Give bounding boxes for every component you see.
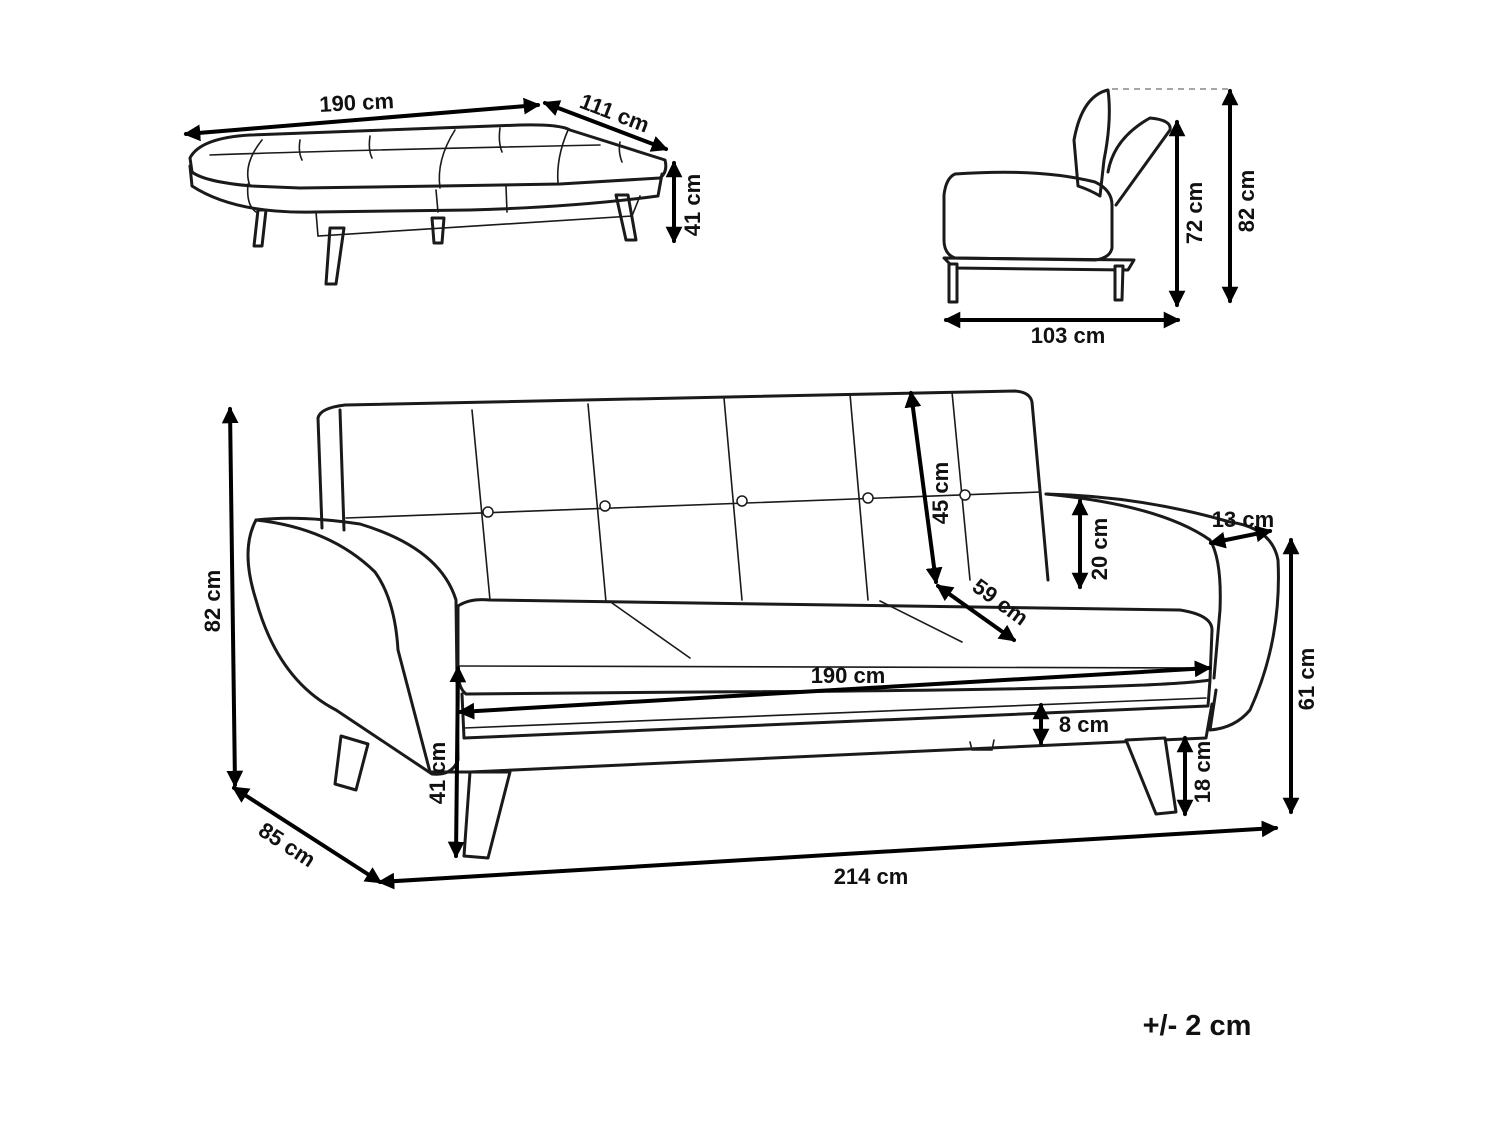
side-view: 103 cm 72 cm 82 cm bbox=[942, 88, 1259, 348]
side-total-height-label: 82 cm bbox=[1234, 170, 1259, 232]
seat-depth-dimension bbox=[935, 584, 1017, 642]
bed-length-label: 190 cm bbox=[319, 88, 395, 117]
leg-height-label: 18 cm bbox=[1190, 741, 1215, 803]
armrest-height-label: 61 cm bbox=[1294, 648, 1319, 710]
armrest-width-label: 13 cm bbox=[1212, 507, 1274, 532]
front-depth-label: 85 cm bbox=[254, 817, 320, 872]
front-depth-dimension bbox=[231, 786, 383, 884]
tolerance-label: +/- 2 cm bbox=[1143, 1010, 1252, 1042]
backrest-height-label: 45 cm bbox=[928, 462, 953, 524]
front-total-width-dimension bbox=[377, 820, 1279, 890]
bed-length-dimension bbox=[183, 97, 541, 142]
side-drawing bbox=[942, 88, 1230, 304]
armrest-above-seat-label: 20 cm bbox=[1087, 518, 1112, 580]
bed-width-dimension bbox=[542, 100, 669, 152]
front-total-height-label: 82 cm bbox=[200, 570, 225, 632]
side-depth-label: 103 cm bbox=[1031, 323, 1106, 348]
seat-width-dimension bbox=[457, 660, 1212, 720]
seat-thickness-label: 8 cm bbox=[1059, 712, 1109, 737]
front-total-width-label: 214 cm bbox=[834, 864, 909, 889]
sofa-drawing bbox=[246, 389, 1280, 860]
seat-depth-label: 59 cm bbox=[968, 573, 1033, 630]
seat-width-label: 190 cm bbox=[811, 663, 886, 688]
armrest-width-dimension bbox=[1208, 525, 1273, 549]
bed-view: 190 cm 111 cm 41 cm bbox=[183, 88, 705, 286]
seat-height-dimension bbox=[447, 665, 467, 859]
bed-height-label: 41 cm bbox=[680, 174, 705, 236]
front-total-height-dimension bbox=[221, 406, 244, 788]
seat-height-label: 41 cm bbox=[425, 742, 450, 804]
backrest-height-dimension bbox=[904, 390, 943, 585]
side-recline-height-label: 72 cm bbox=[1182, 182, 1207, 244]
front-view: 82 cm 85 cm 214 cm 190 cm 41 cm 45 cm 59… bbox=[200, 389, 1319, 890]
bed-drawing bbox=[188, 123, 668, 286]
